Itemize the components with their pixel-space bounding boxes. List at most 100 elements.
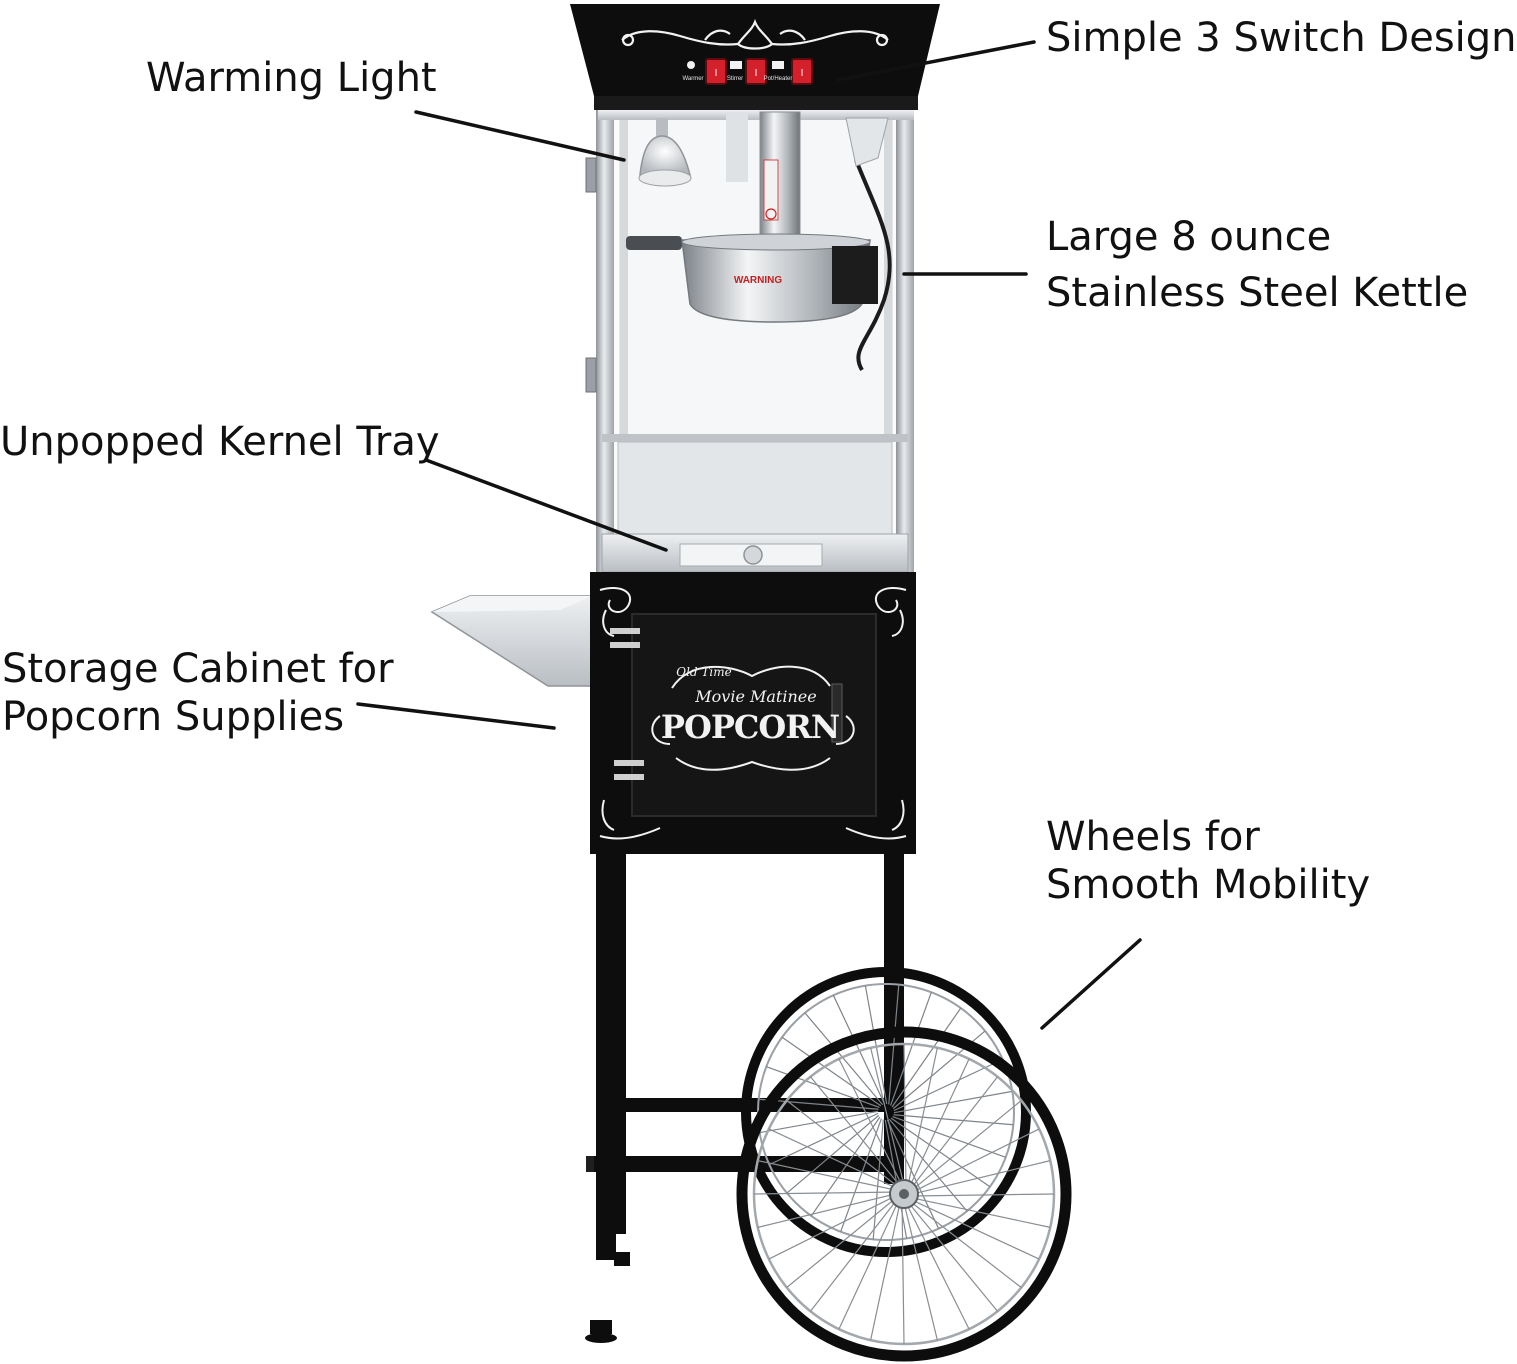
callout-cabinet-line1: Storage Cabinet for bbox=[2, 646, 394, 692]
wheel-spoke bbox=[903, 1201, 938, 1341]
leader-cabinet bbox=[356, 702, 556, 730]
warmer-switch[interactable] bbox=[705, 58, 727, 85]
logo-line3: POPCORN bbox=[661, 708, 839, 746]
light-icon bbox=[687, 61, 695, 69]
wheel-spoke bbox=[810, 1076, 902, 1188]
wheel-spoke bbox=[911, 1160, 1051, 1195]
header-ornament-icon bbox=[621, 18, 889, 50]
callout-cabinet: Storage Cabinet for Popcorn Supplies bbox=[2, 645, 394, 741]
wheel-spoke bbox=[911, 1193, 1055, 1197]
callout-cabinet-line2: Popcorn Supplies bbox=[2, 694, 345, 740]
front-spokes bbox=[753, 1043, 1055, 1345]
rear-spokes bbox=[758, 984, 1014, 1240]
callout-wheels-line1: Wheels for bbox=[1046, 814, 1260, 860]
stirrer-switch[interactable] bbox=[745, 58, 767, 85]
wheel-spoke bbox=[906, 1200, 998, 1312]
switch-labels: Warmer Stirrer Pot/Heater bbox=[682, 76, 792, 82]
wheel-spoke bbox=[758, 1098, 879, 1110]
callout-kettle-line2: Stainless Steel Kettle bbox=[1046, 270, 1469, 316]
wheel-spoke bbox=[890, 992, 932, 1106]
left-back-post bbox=[620, 112, 628, 442]
kernel-tray[interactable] bbox=[601, 533, 909, 573]
callout-switches-line1: Simple 3 Switch Design bbox=[1046, 15, 1517, 61]
tray-knob-icon bbox=[743, 545, 763, 565]
switch-label-heater: Pot/Heater bbox=[764, 76, 793, 82]
wheel-spoke bbox=[768, 1195, 897, 1260]
callout-kettle: Large 8 ounce Stainless Steel Kettle bbox=[1046, 209, 1468, 321]
callout-warming-light-line1: Warming Light bbox=[146, 55, 437, 101]
switch-mark-2: I bbox=[755, 68, 758, 79]
wheel-spoke bbox=[768, 1128, 899, 1190]
switch-icons bbox=[687, 61, 784, 69]
side-shelf bbox=[430, 595, 593, 687]
kettle-pot bbox=[681, 239, 871, 323]
wheel-spoke bbox=[890, 1117, 991, 1188]
corner-ornament-icons bbox=[599, 587, 907, 840]
switch-group: I I I bbox=[705, 58, 813, 85]
header-base bbox=[594, 96, 918, 110]
wheel-spoke bbox=[781, 1036, 882, 1107]
wheel-spoke bbox=[840, 1118, 882, 1232]
stirrer-icon bbox=[730, 61, 742, 69]
logo-line1: Old Time bbox=[676, 665, 732, 679]
wheel-spoke bbox=[908, 1058, 970, 1189]
callout-wheels-line2: Smooth Mobility bbox=[1046, 862, 1371, 908]
callout-kernel-tray: Unpopped Kernel Tray bbox=[0, 418, 440, 466]
wheel-spoke bbox=[884, 1119, 908, 1239]
storage-cabinet: Old Time Movie Matinee POPCORN bbox=[590, 572, 916, 854]
kettle-assembly: WARNING bbox=[626, 111, 892, 372]
switch-label-stirrer: Stirrer bbox=[727, 76, 743, 82]
wheel-spoke bbox=[864, 985, 888, 1105]
switch-mark-1: I bbox=[715, 68, 718, 79]
switch-label-warmer: Warmer bbox=[682, 76, 703, 82]
wheel-spoke bbox=[838, 1058, 903, 1187]
wheel-spoke bbox=[909, 1076, 998, 1190]
wheel-front bbox=[736, 1026, 1072, 1362]
wheel-spoke bbox=[907, 1047, 938, 1188]
callout-kernel-tray-line1: Unpopped Kernel Tray bbox=[0, 419, 440, 465]
wheel-spoke bbox=[910, 1197, 1051, 1228]
leader-warming-light bbox=[414, 110, 626, 162]
wheel-spoke bbox=[908, 1199, 1022, 1288]
heater-switch[interactable] bbox=[791, 58, 813, 85]
wheel-spoke bbox=[757, 1193, 897, 1228]
wheel-spoke bbox=[810, 1198, 899, 1312]
wheel-spoke bbox=[886, 1119, 940, 1229]
wheel-spoke bbox=[910, 1100, 1022, 1192]
logo-line2: Movie Matinee bbox=[694, 687, 816, 706]
warming-light bbox=[638, 118, 692, 187]
wheel-spoke bbox=[892, 1116, 1006, 1158]
wheel-spoke bbox=[911, 1128, 1040, 1193]
callout-warming-light: Warming Light bbox=[146, 54, 437, 102]
door-handle bbox=[831, 683, 843, 743]
bulb-icon bbox=[639, 135, 691, 176]
heater-icon bbox=[772, 61, 784, 69]
header-panel bbox=[570, 4, 940, 96]
wheel-spoke bbox=[757, 1160, 898, 1191]
callout-kettle-line1: Large 8 ounce bbox=[1046, 214, 1332, 260]
wheel-spoke bbox=[901, 1201, 905, 1345]
kettle-handle bbox=[626, 236, 682, 250]
wheel-spoke bbox=[838, 1199, 900, 1330]
kettle-motor bbox=[832, 246, 878, 304]
wheel-spoke bbox=[909, 1198, 1040, 1260]
wheel-spoke bbox=[903, 1043, 907, 1187]
leader-wheels bbox=[1040, 938, 1142, 1030]
wheel-spoke bbox=[810, 1116, 881, 1217]
wheel-spoke bbox=[769, 1112, 879, 1166]
wheel-spoke bbox=[893, 1090, 1013, 1114]
cabinet-hinges bbox=[610, 628, 644, 780]
cabinet-floor bbox=[602, 434, 908, 442]
kettle-warning-label: WARNING bbox=[734, 275, 783, 286]
callout-switches: Simple 3 Switch Design bbox=[1046, 14, 1517, 62]
wheel-spoke bbox=[891, 1007, 962, 1108]
wheel-spoke bbox=[786, 1114, 880, 1194]
power-cord bbox=[854, 159, 892, 372]
wheel-spoke bbox=[753, 1191, 897, 1195]
right-front-post bbox=[896, 110, 914, 572]
movie-matinee-logo: Old Time Movie Matinee POPCORN bbox=[651, 665, 855, 771]
callout-wheels: Wheels for Smooth Mobility bbox=[1046, 813, 1370, 909]
